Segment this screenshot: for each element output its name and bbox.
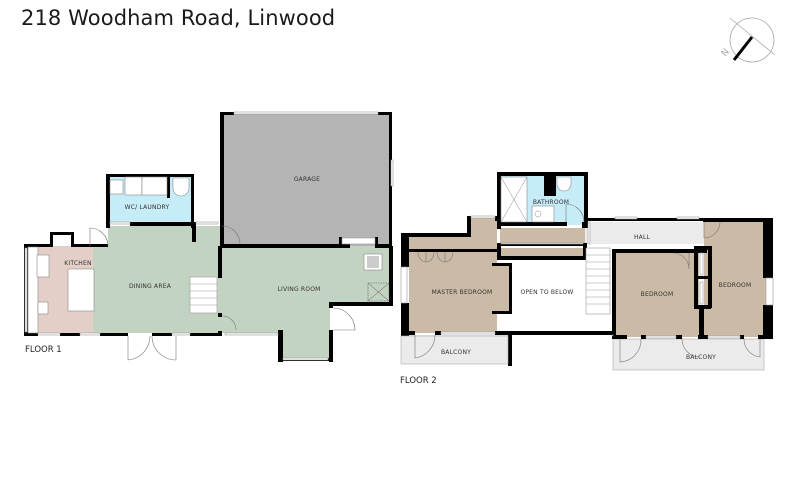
label-master-bedroom: MASTER BEDROOM	[432, 289, 493, 296]
room-living	[222, 246, 390, 360]
staircase-floor2	[585, 247, 611, 315]
room-balcony-right	[612, 338, 765, 371]
laundry-sink-icon	[109, 179, 124, 195]
toilet-icon	[172, 177, 190, 197]
room-hall	[585, 222, 707, 244]
staircase-floor1	[189, 276, 218, 314]
door-dining-left	[89, 227, 109, 247]
floor-1: KITCHEN DINING AREA WC/ LAUNDRY GARAGE L…	[24, 111, 394, 362]
label-bedroom-2: BEDROOM	[719, 282, 752, 289]
room-bedroom-2	[704, 222, 766, 337]
label-dining: DINING AREA	[129, 283, 172, 290]
floor-1-label: FLOOR 1	[25, 345, 62, 355]
compass-north-icon: N	[720, 17, 776, 63]
stove-icon	[36, 254, 50, 278]
floor-2-label: FLOOR 2	[400, 376, 437, 386]
floor-2: BATHROOM HALL MASTER BEDROOM OPEN TO BEL…	[400, 172, 774, 386]
label-living: LIVING ROOM	[277, 286, 320, 293]
label-balcony-right: BALCONY	[686, 354, 716, 361]
label-open-to-below: OPEN TO BELOW	[520, 289, 573, 296]
label-bathroom: BATHROOM	[533, 199, 569, 206]
label-laundry: WC/ LAUNDRY	[125, 204, 170, 211]
label-bedroom-1: BEDROOM	[641, 291, 674, 298]
room-garage	[222, 113, 392, 246]
label-garage: GARAGE	[294, 176, 320, 183]
room-master-bedroom	[409, 218, 511, 333]
kitchen-island	[67, 268, 95, 312]
label-balcony-left: BALCONY	[441, 349, 471, 356]
label-hall: HALL	[634, 234, 651, 241]
compass-label: N	[720, 47, 732, 59]
bath-toilet-icon	[556, 176, 572, 192]
room-balcony-left	[401, 335, 509, 364]
sink-icon	[37, 301, 49, 315]
property-address-title: 218 Woodham Road, Linwood	[21, 6, 336, 30]
label-kitchen: KITCHEN	[64, 260, 91, 267]
room-bedroom-1	[615, 250, 699, 337]
bath-vanity-icon	[531, 205, 555, 223]
